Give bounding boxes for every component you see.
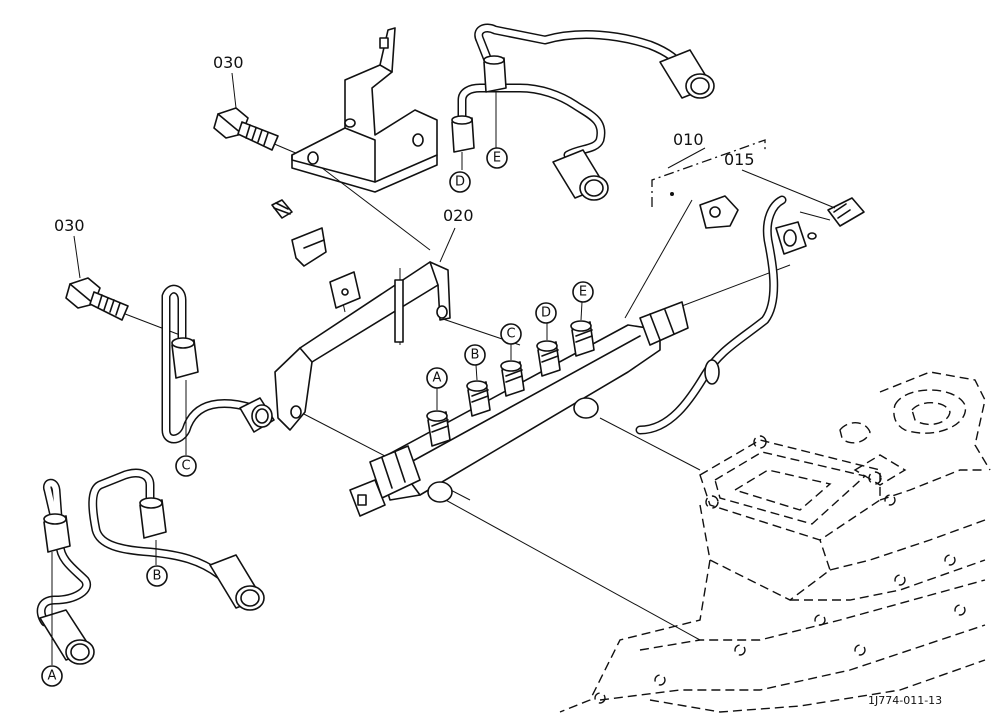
engine-block-outline (559, 371, 991, 713)
injection-pipes-upper (451, 23, 715, 201)
svg-text:E: E (493, 151, 501, 166)
mounting-bracket (291, 27, 438, 193)
injection-pipe-b (88, 468, 265, 611)
injection-pipe-a (36, 478, 95, 665)
callout-rail-b: B (464, 344, 486, 381)
svg-text:B: B (471, 348, 480, 363)
callout-rail-e: E (572, 281, 594, 321)
callout-pipe-a: A (41, 665, 63, 687)
svg-text:B: B (153, 569, 162, 584)
svg-text:C: C (506, 327, 515, 342)
part-number-020: 020 (443, 206, 474, 225)
bolt-030-lower (65, 277, 129, 321)
part-number-030-lower: 030 (54, 216, 85, 235)
svg-text:D: D (541, 306, 551, 321)
callout-rail-d: D (535, 302, 557, 340)
common-rail-assembly (349, 301, 689, 517)
callout-pipe-b: B (146, 565, 168, 587)
bolt-030-upper (213, 107, 279, 151)
part-number-015: 015 (724, 150, 755, 169)
part-number-030-upper: 030 (213, 53, 244, 72)
drawing-code: 1J774-011-13 (868, 694, 942, 707)
callout-pipe-d: D (449, 171, 471, 193)
part-number-010: 010 (673, 130, 704, 149)
callout-rail-c: C (500, 323, 522, 360)
assembly-bracket-010 (651, 139, 766, 207)
svg-text:D: D (455, 175, 465, 190)
svg-text:A: A (433, 371, 442, 386)
svg-text:C: C (181, 459, 190, 474)
svg-text:E: E (579, 285, 587, 300)
svg-text:A: A (48, 669, 57, 684)
injection-pipe-c (161, 284, 275, 455)
clamp-bracket-020 (274, 261, 451, 431)
return-pipe-assembly (635, 195, 865, 435)
callout-pipe-c: C (175, 455, 197, 477)
callout-pipe-e: E (486, 147, 508, 169)
callout-rail-a: A (426, 367, 448, 410)
clamp-parts (271, 199, 361, 309)
